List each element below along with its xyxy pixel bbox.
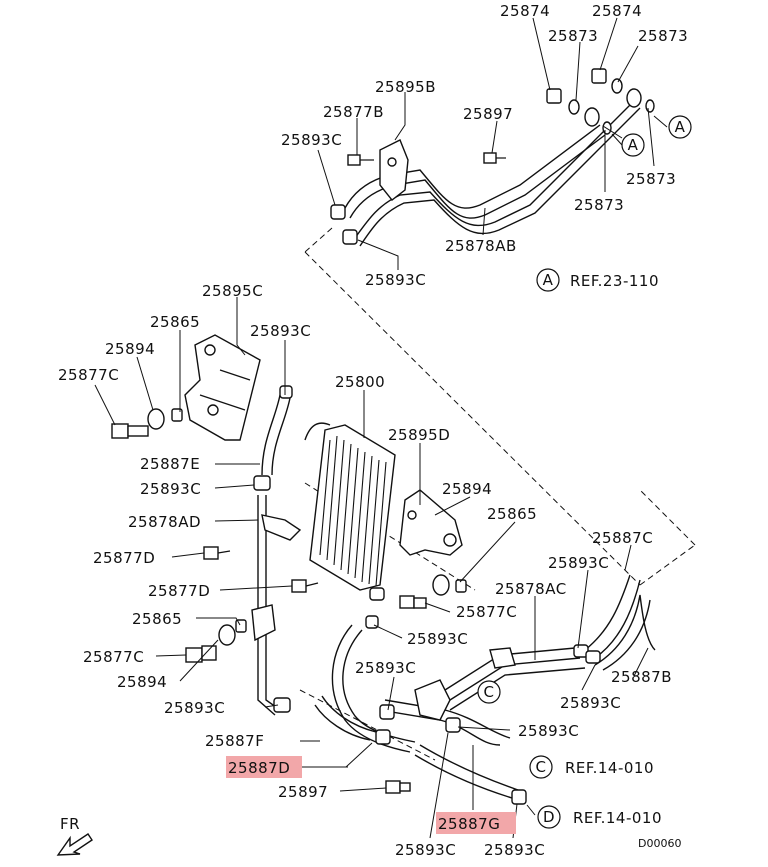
part-label: 25894 [442,480,492,498]
hose-clamp-icon [342,229,358,245]
leader-lines [94,17,668,839]
highlight-25887g [436,812,516,834]
washer-icon [432,574,450,596]
svg-text:REF.14-010: REF.14-010 [573,809,662,827]
bolt-icon [291,579,319,593]
part-label: 25878AD [128,513,201,531]
part-label: 25887F [205,732,264,750]
lower-hose-assembly [314,615,527,805]
part-label: 25873 [574,196,624,214]
part-label: 25865 [487,505,537,523]
part-label: 25893C [518,722,579,740]
part-label: 25873 [638,27,688,45]
part-label: 25893C [355,659,416,677]
svg-text:A: A [675,118,686,136]
part-label: 25877D [148,582,210,600]
highlight-25887d [226,756,302,778]
part-label: 25877C [83,648,144,666]
part-label: 25874 [500,2,550,20]
part-label: 25895D [388,426,450,444]
part-label: 25897 [278,783,328,801]
svg-text:A: A [543,271,554,289]
part-label: 25895C [202,282,263,300]
callout-c: C [477,680,501,704]
reference-a: A REF.23-110 [536,268,659,292]
part-labels: 25874 25874 25873 25873 25895B 25877B 25… [58,2,688,859]
reference-c: C REF.14-010 [529,755,654,779]
part-label: 25893C [560,694,621,712]
part-label-highlighted: 25887G [438,815,500,833]
right-pipe-assembly [444,574,656,711]
part-label: 25895B [375,78,436,96]
washer-icon [147,408,165,430]
part-label: 25877D [93,549,155,567]
bolt-icon [203,546,231,560]
part-label: 25887E [140,455,200,473]
washer-icon [218,624,236,646]
part-label: 25877C [456,603,517,621]
part-label: 25865 [150,313,200,331]
svg-text:C: C [536,758,547,776]
part-label: 25893C [484,841,545,859]
part-label: 25878AB [445,237,517,255]
bolt-icon [385,780,411,794]
reference-d: D REF.14-010 [537,805,662,829]
eye-bolt-icon [591,68,655,113]
left-pipe-25878ad [251,385,302,716]
part-label: 25893C [548,554,609,572]
bolt-icon [185,645,217,663]
front-direction-arrow: FR [56,815,93,856]
upper-cooler-pipe-assembly [330,68,655,247]
part-label: 25893C [365,271,426,289]
part-label: 25800 [335,373,385,391]
bolt-icon [399,595,427,609]
part-label: 25877B [323,103,384,121]
part-label: 25893C [395,841,456,859]
direction-label: FR [60,815,80,833]
svg-text:A: A [628,136,639,154]
part-label: 25894 [117,673,167,691]
bracket-25895c [184,334,261,441]
part-label: 25894 [105,340,155,358]
oil-cooler-25800 [304,422,396,601]
hose-clamp-icon [330,204,346,220]
part-label: 25893C [407,630,468,648]
bolt-icon [483,152,506,164]
part-label: 25893C [164,699,225,717]
grommet-icon [455,579,467,593]
svg-text:REF.23-110: REF.23-110 [570,272,659,290]
svg-text:REF.14-010: REF.14-010 [565,759,654,777]
part-label: 25877C [58,366,119,384]
part-label-highlighted: 25887D [228,759,290,777]
svg-text:D: D [543,808,555,826]
part-label: 25893C [281,131,342,149]
callout-a-lower: A [621,133,645,157]
part-label: 25873 [626,170,676,188]
part-label: 25887C [592,529,653,547]
bolt-icon [347,154,374,166]
part-label: 25873 [548,27,598,45]
part-label: 25878AC [495,580,567,598]
callout-a-upper: A [668,115,692,139]
svg-text:C: C [484,683,495,701]
diagram-id: D00060 [638,837,681,850]
part-label: 25897 [463,105,513,123]
part-label: 25874 [592,2,642,20]
part-label: 25887B [611,668,672,686]
part-label: 25893C [140,480,201,498]
grommet-icon [235,619,247,633]
part-label: 25893C [250,322,311,340]
part-label: 25865 [132,610,182,628]
bracket-25895d [399,489,463,556]
eye-bolt-icon [546,88,612,135]
bolt-icon [111,423,149,439]
